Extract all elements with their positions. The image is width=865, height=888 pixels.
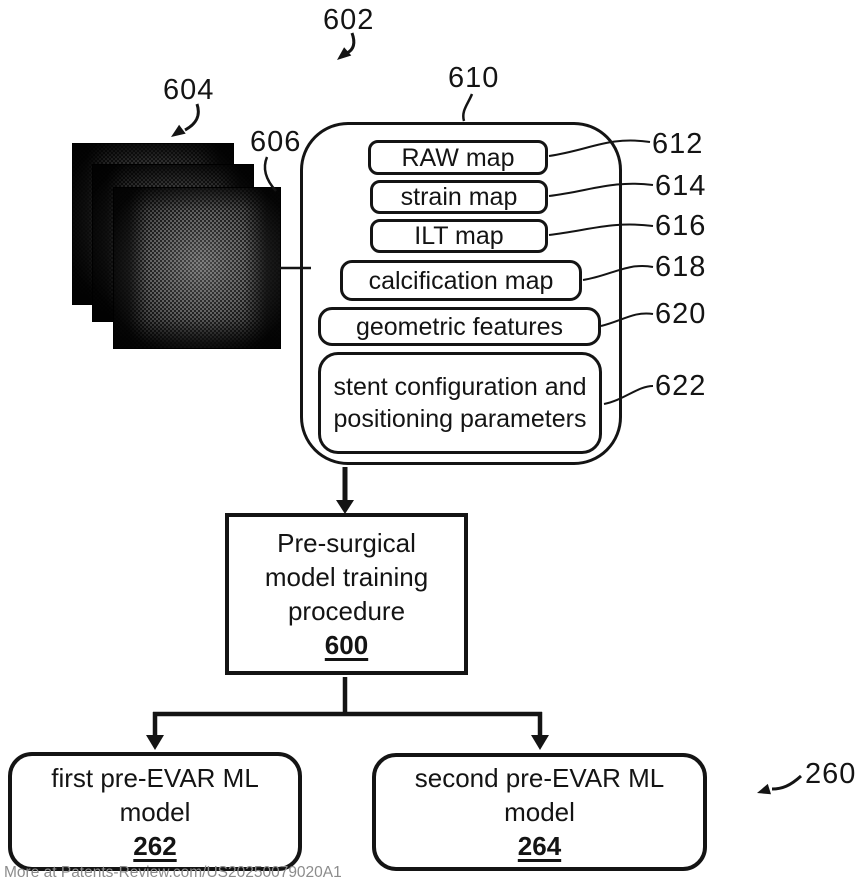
ct-scan-layer-front (113, 187, 281, 349)
ref-label-602: 602 (323, 4, 375, 36)
ref-label-610: 610 (448, 62, 500, 94)
training-procedure-label: Pre-surgical model training procedure (264, 528, 429, 626)
second-model-label: second pre-EVAR ML model (414, 763, 665, 827)
stent-configuration-box: stent configuration and positioning para… (318, 352, 602, 454)
ref-260-arrowhead (757, 783, 771, 795)
second-pre-evar-ml-model-box: second pre-EVAR ML model 264 (372, 753, 707, 871)
second-model-ref: 264 (517, 831, 562, 861)
ref-label-612: 612 (652, 128, 704, 160)
first-model-ref: 262 (133, 830, 177, 861)
strain-map-box: strain map (370, 180, 548, 214)
ref-label-614: 614 (655, 170, 707, 202)
container-to-training-arrowhead (336, 500, 354, 514)
ref-604-arrowhead (171, 124, 186, 137)
ref-606-leader (263, 156, 277, 192)
watermark-text: More at Patents-Review.com/US20250079020… (4, 864, 342, 881)
calcification-map-box: calcification map (340, 260, 582, 301)
ref-604-arrow-line (184, 103, 200, 132)
training-procedure-box: Pre-surgical model training procedure 60… (225, 513, 468, 675)
geometric-features-box: geometric features (318, 307, 601, 346)
stent-configuration-label: stent configuration and positioning para… (333, 373, 587, 433)
training-procedure-ref: 600 (324, 630, 369, 660)
ref-label-606: 606 (250, 126, 302, 158)
ref-label-622: 622 (655, 370, 707, 402)
ref-label-620: 620 (655, 298, 707, 330)
ref-602-arrowhead (337, 47, 352, 60)
left-branch-arrowhead (146, 735, 164, 750)
ref-label-616: 616 (655, 210, 707, 242)
right-branch-arrowhead (531, 735, 549, 750)
calcification-map-label: calcification map (368, 266, 554, 295)
first-pre-evar-ml-model-box: first pre-EVAR ML model 262 (8, 752, 302, 871)
geometric-features-label: geometric features (355, 312, 564, 341)
ref-label-260: 260 (805, 758, 857, 790)
ilt-map-label: ILT map (414, 222, 504, 250)
ref-260-arrow-line (771, 774, 803, 791)
raw-map-label: RAW map (401, 143, 515, 172)
ilt-map-box: ILT map (370, 219, 548, 253)
ref-610-leader (462, 93, 474, 122)
ref-label-618: 618 (655, 251, 707, 283)
raw-map-box: RAW map (368, 140, 548, 175)
first-model-label: first pre-EVAR ML model (51, 762, 259, 827)
strain-map-label: strain map (400, 183, 518, 211)
ref-602-arrow-line (346, 32, 356, 55)
ref-label-604: 604 (163, 74, 215, 106)
